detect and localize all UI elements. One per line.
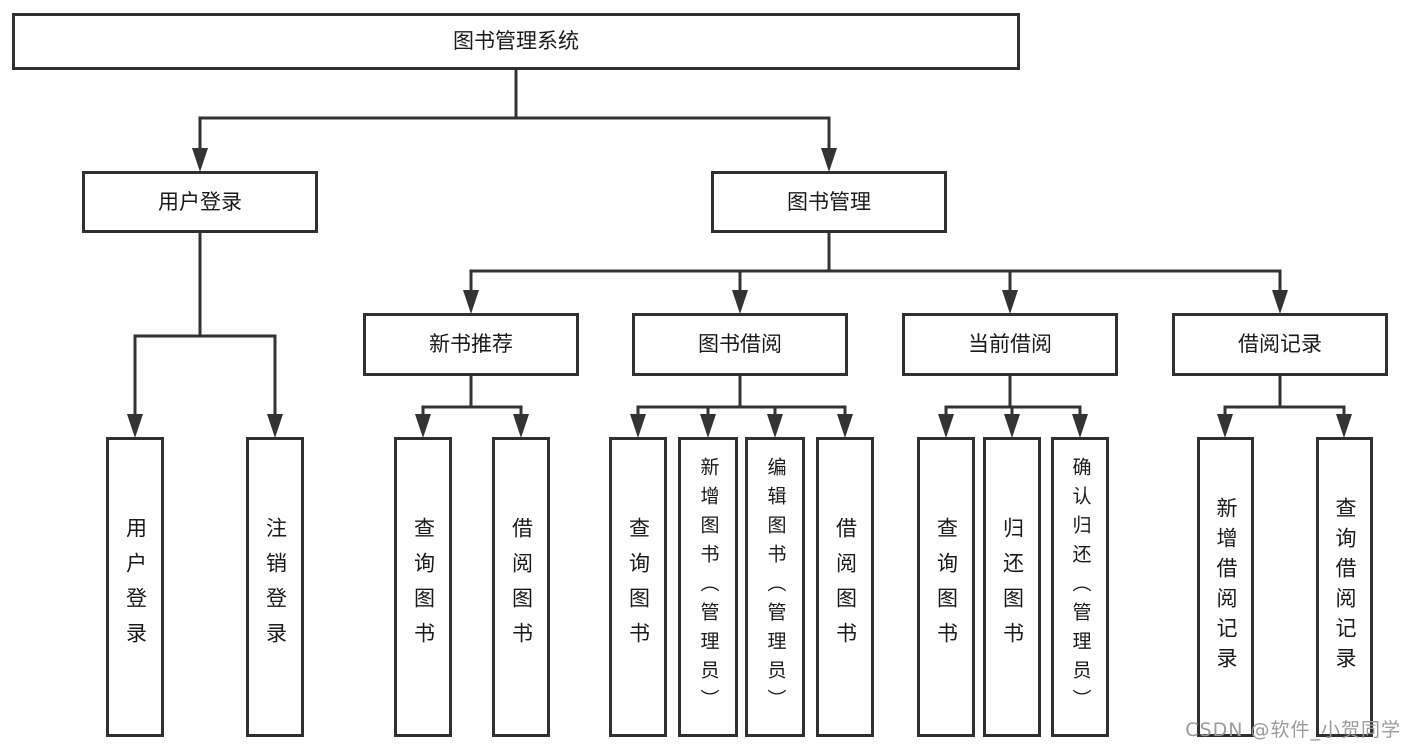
leaf-borrow-borrow-books-label: 借阅图书 xyxy=(833,517,858,657)
leaf-recommend-query-books: 查询图书 xyxy=(394,437,452,737)
leaf-records-add-record-label: 新增借阅记录 xyxy=(1214,497,1238,677)
node-book-borrow: 图书借阅 xyxy=(632,313,848,376)
leaf-borrow-edit-books-admin-label: 编辑图书（管理员） xyxy=(764,456,787,718)
node-book-management-label: 图书管理 xyxy=(787,189,871,214)
leaf-borrow-edit-books-admin: 编辑图书（管理员） xyxy=(745,437,805,737)
node-user-login: 用户登录 xyxy=(82,171,318,233)
leaf-borrow-borrow-books: 借阅图书 xyxy=(816,437,874,737)
node-book-management: 图书管理 xyxy=(711,171,947,233)
leaf-records-query-record-label: 查询借阅记录 xyxy=(1333,497,1357,677)
leaf-borrow-query-books-label: 查询图书 xyxy=(626,517,651,657)
leaf-recommend-query-books-label: 查询图书 xyxy=(411,517,436,657)
leaf-current-query-books: 查询图书 xyxy=(917,437,975,737)
leaf-user-login: 用户登录 xyxy=(106,437,164,737)
leaf-current-return-books-label: 归还图书 xyxy=(1000,517,1025,657)
node-borrow-records-label: 借阅记录 xyxy=(1238,332,1322,356)
leaf-recommend-borrow-books: 借阅图书 xyxy=(492,437,550,737)
node-root-label: 图书管理系统 xyxy=(453,29,579,53)
leaf-current-confirm-return-admin: 确认归还（管理员） xyxy=(1051,437,1109,737)
node-user-login-label: 用户登录 xyxy=(158,189,242,214)
node-current-borrow: 当前借阅 xyxy=(902,313,1118,376)
leaf-logout: 注销登录 xyxy=(246,437,304,737)
node-new-book-recommend: 新书推荐 xyxy=(363,313,579,376)
node-root: 图书管理系统 xyxy=(12,13,1020,70)
leaf-logout-label: 注销登录 xyxy=(263,517,288,657)
leaf-recommend-borrow-books-label: 借阅图书 xyxy=(509,517,534,657)
csdn-watermark: CSDN @软件_小贺同学 xyxy=(1185,719,1401,741)
leaf-records-add-record: 新增借阅记录 xyxy=(1197,437,1254,737)
leaf-records-query-record: 查询借阅记录 xyxy=(1316,437,1373,737)
leaf-current-return-books: 归还图书 xyxy=(983,437,1041,737)
leaf-current-query-books-label: 查询图书 xyxy=(934,517,959,657)
leaf-borrow-add-books-admin-label: 新增图书（管理员） xyxy=(697,456,720,718)
leaf-current-confirm-return-admin-label: 确认归还（管理员） xyxy=(1069,456,1092,718)
arrowheads xyxy=(127,148,1352,438)
leaf-borrow-add-books-admin: 新增图书（管理员） xyxy=(678,437,738,737)
node-new-book-recommend-label: 新书推荐 xyxy=(429,332,513,356)
leaf-borrow-query-books: 查询图书 xyxy=(609,437,667,737)
node-borrow-records: 借阅记录 xyxy=(1172,313,1388,376)
leaf-user-login-label: 用户登录 xyxy=(123,517,148,657)
node-current-borrow-label: 当前借阅 xyxy=(968,332,1052,356)
node-book-borrow-label: 图书借阅 xyxy=(698,332,782,356)
